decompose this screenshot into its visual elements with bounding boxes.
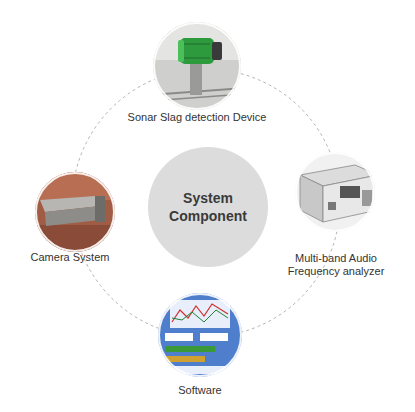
- analyzer-photo: [290, 150, 380, 235]
- dashed-ring-arc: [241, 231, 336, 332]
- dashed-ring-arc: [76, 79, 155, 172]
- hub-disc: System Component: [148, 147, 268, 267]
- software-screenshot: [155, 290, 245, 380]
- component-label: Software: [140, 384, 260, 397]
- component-label: Sonar Slag detection Device: [97, 111, 297, 124]
- component-label: Multi-band Audio Frequency analyzer: [282, 252, 390, 278]
- photo-frame: [295, 152, 375, 232]
- camera-photo: [30, 170, 120, 255]
- hub-title: System Component: [148, 147, 268, 267]
- photo-frame: [158, 293, 242, 377]
- sonar-photo: [150, 20, 245, 115]
- photo-frame: [35, 172, 115, 252]
- component-label: Camera System: [15, 251, 125, 264]
- photo-frame: [153, 22, 241, 110]
